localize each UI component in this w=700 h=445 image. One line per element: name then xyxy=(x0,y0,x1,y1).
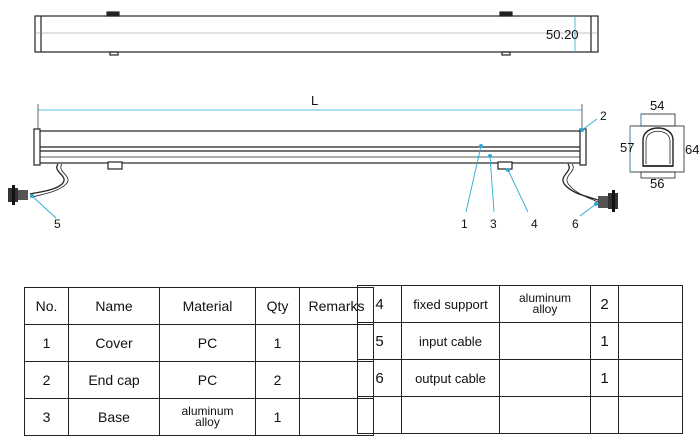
header-name: Name xyxy=(68,287,160,325)
input-connector xyxy=(8,185,28,205)
cell-material xyxy=(499,322,591,360)
material-label: aluminum alloy xyxy=(518,291,572,316)
callout-3: 3 xyxy=(490,217,497,231)
cell-qty: 1 xyxy=(255,324,300,362)
cell-name: output cable xyxy=(401,359,500,397)
cell-material: aluminum alloy xyxy=(499,285,591,323)
cell-name: Cover xyxy=(68,324,160,362)
cell-name: End cap xyxy=(68,361,160,399)
cell-qty: 1 xyxy=(255,398,300,436)
cell-material: PC xyxy=(159,324,256,362)
cell-name: input cable xyxy=(401,322,500,360)
cell-remarks xyxy=(618,285,683,323)
header-material: Material xyxy=(159,287,256,325)
end-right-dimension: 64 xyxy=(685,142,699,157)
cell-name: fixed support xyxy=(401,285,500,323)
cell-qty: 1 xyxy=(590,359,619,397)
cell-no: 4 xyxy=(357,285,402,323)
table-header-row: No. Name Material Qty Remarks xyxy=(24,287,374,325)
table-row: 3 Base aluminum alloy 1 xyxy=(24,398,374,436)
table-row: 6 output cable 1 xyxy=(357,359,683,397)
cell-qty xyxy=(590,396,619,434)
cell-no: 5 xyxy=(357,322,402,360)
technical-drawing: 50.20 L xyxy=(8,11,699,231)
cell-name: Base xyxy=(68,398,160,436)
cell-name xyxy=(401,396,500,434)
bom-table-left: No. Name Material Qty Remarks 1 Cover PC… xyxy=(24,287,374,436)
cell-remarks xyxy=(618,359,683,397)
callout-leaders xyxy=(31,118,598,219)
callout-4: 4 xyxy=(531,217,538,231)
top-view xyxy=(34,11,599,56)
output-connector xyxy=(598,190,618,212)
bom-table-right: 4 fixed support aluminum alloy 2 5 input… xyxy=(357,285,683,434)
table-row: 2 End cap PC 2 xyxy=(24,361,374,399)
table-row: 4 fixed support aluminum alloy 2 xyxy=(357,285,683,323)
cell-material: aluminum alloy xyxy=(159,398,256,436)
cell-qty: 1 xyxy=(590,322,619,360)
end-bottom-dimension: 56 xyxy=(650,176,664,191)
header-no: No. xyxy=(24,287,69,325)
height-dimension-label: 50.20 xyxy=(546,27,579,42)
cell-qty: 2 xyxy=(590,285,619,323)
material-label: aluminum alloy xyxy=(181,404,234,429)
end-left-dimension: 57 xyxy=(620,140,634,155)
table-row: 1 Cover PC 1 xyxy=(24,324,374,362)
end-top-dimension: 54 xyxy=(650,98,664,113)
cell-material xyxy=(499,359,591,397)
callout-5: 5 xyxy=(54,217,61,231)
cell-no: 2 xyxy=(24,361,69,399)
cell-no xyxy=(357,396,402,434)
cell-no: 3 xyxy=(24,398,69,436)
header-qty: Qty xyxy=(255,287,300,325)
side-view xyxy=(29,104,601,204)
cell-no: 6 xyxy=(357,359,402,397)
callout-6: 6 xyxy=(572,217,579,231)
cell-material: PC xyxy=(159,361,256,399)
table-row: 5 input cable 1 xyxy=(357,322,683,360)
cell-no: 1 xyxy=(24,324,69,362)
cell-qty: 2 xyxy=(255,361,300,399)
end-view xyxy=(629,113,685,179)
callout-1: 1 xyxy=(461,217,468,231)
table-row xyxy=(357,396,683,434)
cell-remarks xyxy=(618,322,683,360)
length-dimension-label: L xyxy=(311,93,318,108)
callout-2: 2 xyxy=(600,109,607,123)
cell-remarks xyxy=(618,396,683,434)
cell-material xyxy=(499,396,591,434)
